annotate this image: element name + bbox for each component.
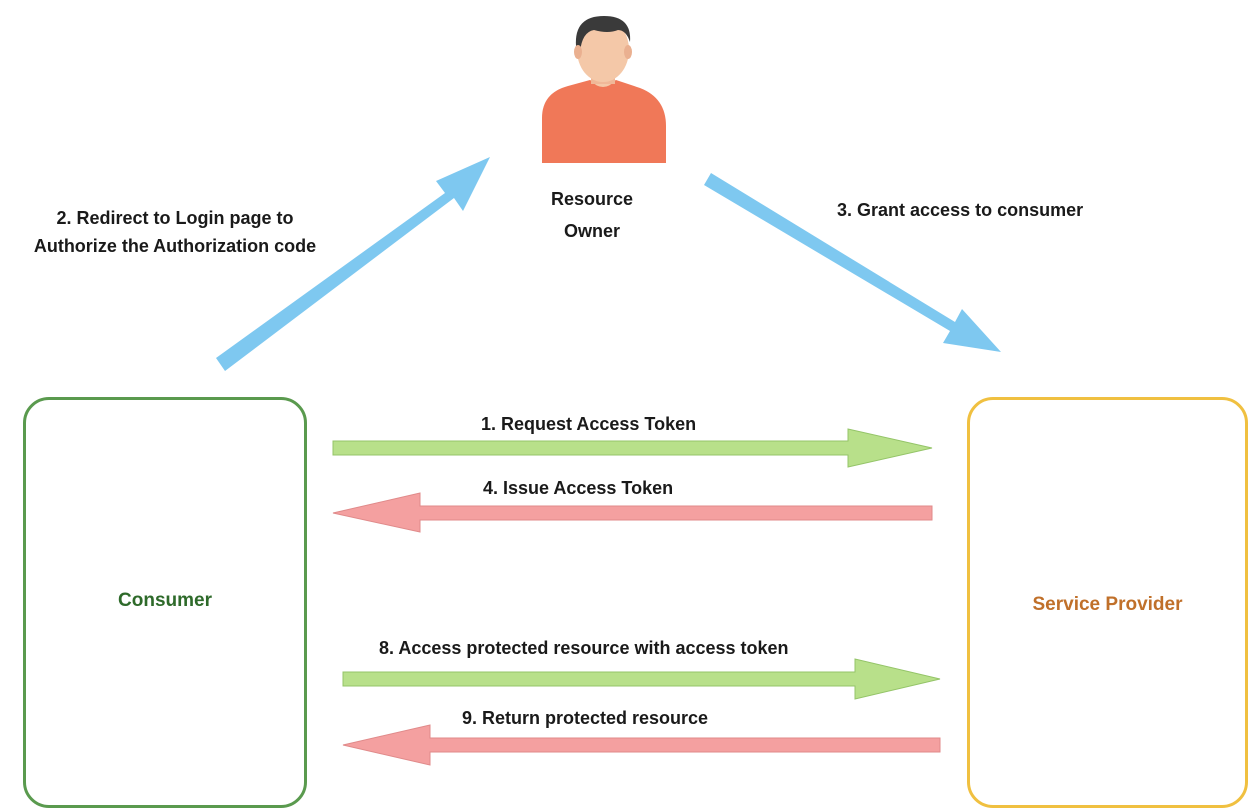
step1-arrow	[332, 428, 933, 468]
step8-arrow	[342, 658, 941, 700]
step9-arrow	[342, 724, 941, 766]
step4-label: 4. Issue Access Token	[483, 478, 674, 498]
step2-label-line1: 2. Redirect to Login page to	[56, 208, 294, 228]
consumer-label: Consumer	[118, 590, 212, 611]
consumer-box: Consumer	[23, 397, 307, 808]
step9-label: 9. Return protected resource	[462, 708, 709, 728]
step2-arrow	[216, 157, 490, 371]
step8-label: 8. Access protected resource with access…	[379, 638, 789, 658]
resource-owner-label-line1: Resource	[550, 189, 634, 209]
step2-label-line2: Authorize the Authorization code	[33, 236, 317, 256]
resource-owner-label-line2: Owner	[563, 221, 620, 241]
step1-label: 1. Request Access Token	[481, 414, 697, 434]
step2-label: 2. Redirect to Login page to Authorize t…	[10, 204, 340, 260]
service-provider-box: Service Provider	[967, 397, 1248, 808]
resource-owner-label: Resource Owner	[549, 183, 635, 247]
person-icon	[542, 16, 666, 163]
step3-label: 3. Grant access to consumer	[837, 200, 1084, 220]
step3-arrow	[704, 173, 1001, 352]
service-provider-label: Service Provider	[1032, 594, 1183, 615]
step4-arrow	[332, 492, 933, 533]
